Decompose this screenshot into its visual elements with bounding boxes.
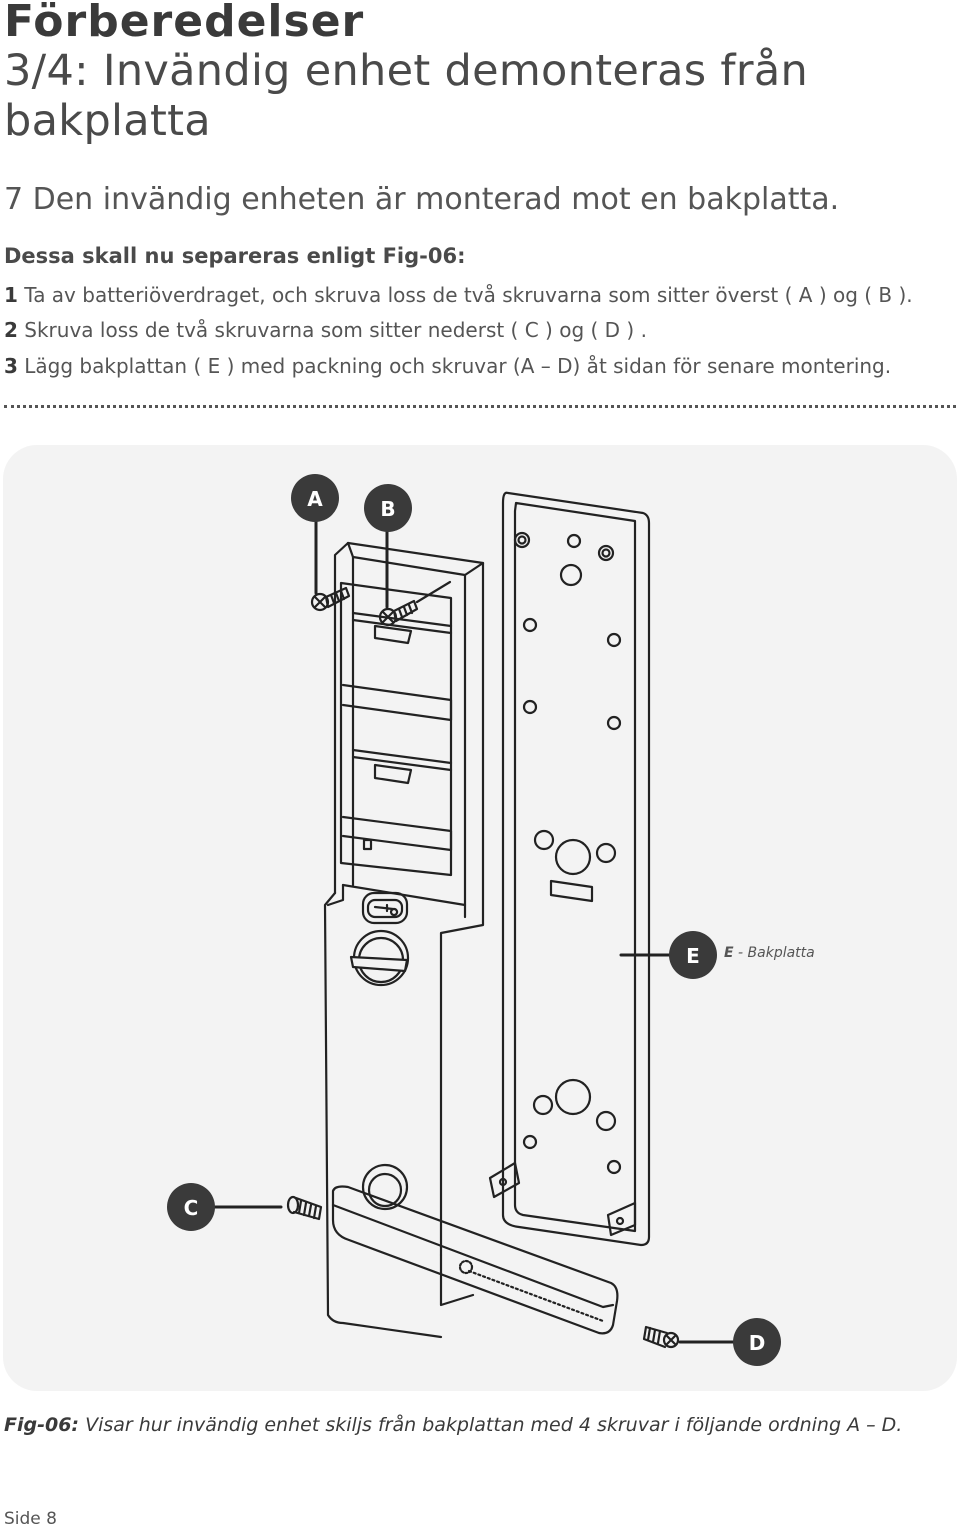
screw-d-drawing — [642, 1325, 680, 1349]
callout-b: B — [364, 484, 412, 532]
callout-b-label: B — [380, 497, 395, 521]
interior-unit-drawing — [323, 541, 619, 1339]
step-text: Ta av batteriöverdraget, och skruva loss… — [24, 283, 913, 307]
step-number: 3 — [4, 354, 18, 378]
step-item: 2 Skruva loss de två skruvarna som sitte… — [4, 318, 647, 342]
caption-text: Visar hur invändig enhet skiljs från bak… — [79, 1414, 903, 1436]
caption-prefix: Fig-06: — [4, 1414, 80, 1436]
callout-c-label: C — [184, 1196, 199, 1220]
callout-d-label: D — [749, 1331, 766, 1355]
callout-d: D — [733, 1318, 781, 1366]
backplate-label-text: - Bakplatta — [733, 945, 815, 961]
figure-panel: A B C D E — [3, 445, 957, 1391]
backplate-drawing — [488, 491, 651, 1247]
step-text: Lägg bakplattan ( E ) med packning och s… — [24, 354, 892, 378]
figure-caption: Fig-06: Visar hur invändig enhet skiljs … — [4, 1414, 902, 1436]
callout-e-label: E — [686, 944, 700, 968]
screw-b-drawing — [378, 580, 452, 627]
callout-e: E — [669, 931, 717, 979]
step-item: 1 Ta av batteriöverdraget, och skruva lo… — [4, 283, 913, 307]
backplate-label: E - Bakplatta — [724, 945, 815, 961]
step-item: 3 Lägg bakplattan ( E ) med packning och… — [4, 354, 891, 378]
step-number: 2 — [4, 318, 18, 342]
dotted-divider — [4, 405, 956, 408]
page-number: Side 8 — [4, 1509, 57, 1529]
page-subtitle: 3/4: Invändig enhet demonteras från bakp… — [4, 46, 809, 146]
callout-a: A — [291, 474, 339, 522]
intro-text: 7 Den invändig enheten är monterad mot e… — [4, 182, 840, 217]
screw-c-drawing — [286, 1195, 323, 1221]
steps-heading: Dessa skall nu separeras enligt Fig-06: — [4, 244, 466, 268]
lock-illustration: A B C D E — [167, 474, 781, 1366]
screw-a-drawing — [310, 586, 351, 612]
step-number: 1 — [4, 283, 18, 307]
backplate-label-letter: E — [724, 945, 734, 961]
callout-a-label: A — [307, 487, 323, 511]
step-text: Skruva loss de två skruvarna som sitter … — [24, 318, 647, 342]
callout-c: C — [167, 1183, 215, 1231]
page-title: Förberedelser — [4, 0, 365, 47]
